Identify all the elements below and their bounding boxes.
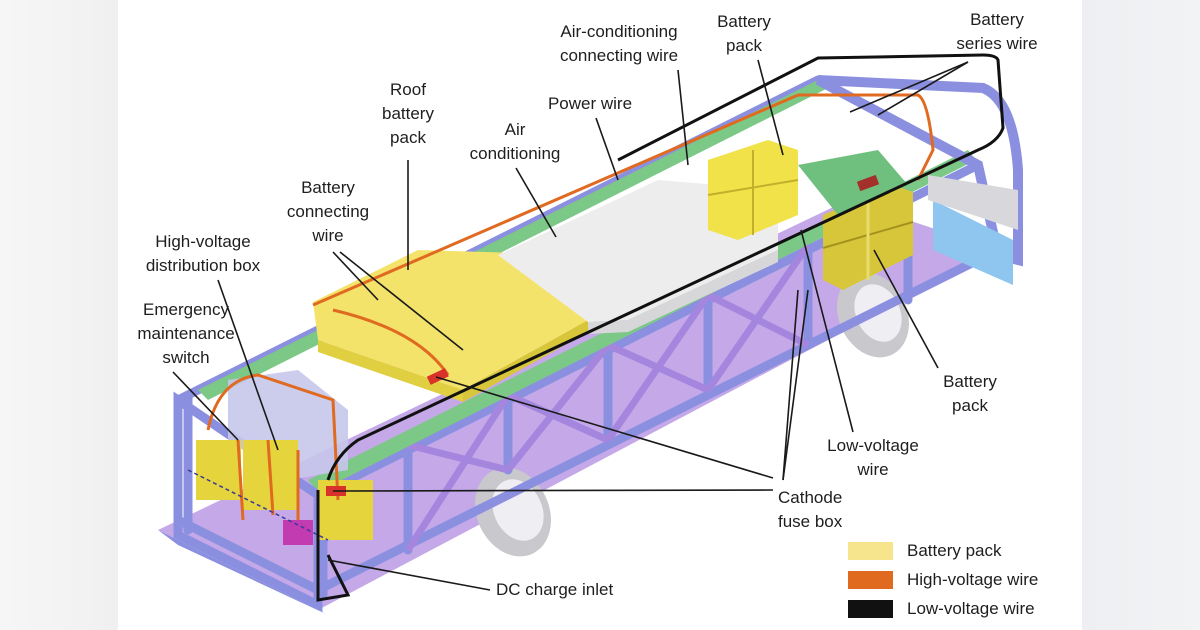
legend-label: Battery pack (907, 540, 1002, 560)
page-margin-left (0, 0, 118, 630)
label-hv-distribution-box: High-voltage distribution box (130, 230, 276, 278)
legend-item-high-voltage-wire: High-voltage wire (848, 565, 1038, 594)
label-battery-pack-right: Battery pack (934, 370, 1006, 418)
low-voltage-wires (187, 53, 1005, 602)
label-line: connecting (286, 202, 370, 221)
diagram-panel: Roof battery pack Battery connecting wir… (118, 0, 1082, 630)
legend-label: Low-voltage wire (907, 598, 1035, 618)
label-line: maintenance (137, 324, 235, 343)
label-dc-charge-inlet: DC charge inlet (496, 578, 636, 602)
label-line: Battery (970, 10, 1024, 29)
diagonal-braces (405, 243, 811, 552)
front-cab (815, 75, 1023, 285)
label-line: Cathode (778, 488, 843, 507)
label-line: Roof (390, 80, 426, 99)
label-line: distribution box (145, 256, 261, 275)
label-line: pack (952, 396, 988, 415)
label-line: switch (162, 348, 210, 367)
label-battery-connecting-wire: Battery connecting wire (278, 176, 378, 248)
page-margin-right (1082, 0, 1200, 630)
label-line: Battery (943, 372, 997, 391)
label-line: Power wire (547, 94, 633, 113)
label-line: series wire (956, 34, 1038, 53)
label-line: wire (312, 226, 344, 245)
label-line: battery (382, 104, 434, 123)
label-line: fuse box (778, 512, 843, 531)
legend-swatch-battery (848, 541, 893, 560)
legend-item-low-voltage-wire: Low-voltage wire (848, 594, 1038, 623)
label-line: Air (504, 120, 526, 139)
label-battery-series-wire: Battery series wire (944, 8, 1050, 56)
legend: Battery pack High-voltage wire Low-volta… (848, 536, 1038, 623)
label-line: Low-voltage (827, 436, 919, 455)
label-line: pack (726, 36, 762, 55)
top-battery-pack-shape (707, 140, 799, 240)
label-air-conditioning: Air conditioning (463, 118, 567, 166)
label-roof-battery-pack: Roof battery pack (368, 78, 448, 150)
label-emergency-maintenance-switch: Emergency maintenance switch (124, 298, 248, 370)
bus-illustration (158, 53, 1023, 615)
label-line: High-voltage (155, 232, 251, 251)
label-cathode-fuse-box: Cathode fuse box (778, 486, 862, 534)
label-battery-pack-top: Battery pack (708, 10, 780, 58)
label-line: Air-conditioning (560, 22, 678, 41)
label-line: pack (390, 128, 426, 147)
legend-item-battery-pack: Battery pack (848, 536, 1038, 565)
label-line: DC charge inlet (496, 580, 614, 599)
label-line: Battery (717, 12, 771, 31)
label-line: connecting wire (559, 46, 679, 65)
legend-label: High-voltage wire (907, 569, 1039, 589)
label-line: conditioning (469, 144, 561, 163)
high-voltage-wires (206, 93, 935, 521)
legend-swatch-hv-wire (848, 570, 893, 589)
legend-swatch-lv-wire (848, 599, 893, 618)
label-ac-connecting-wire: Air-conditioning connecting wire (544, 20, 694, 68)
leader-lines (172, 59, 969, 591)
label-power-wire: Power wire (542, 92, 638, 116)
label-low-voltage-wire: Low-voltage wire (818, 434, 928, 482)
label-line: Emergency (143, 300, 229, 319)
label-line: wire (857, 460, 889, 479)
green-cabinet (798, 150, 908, 215)
label-line: Battery (301, 178, 355, 197)
